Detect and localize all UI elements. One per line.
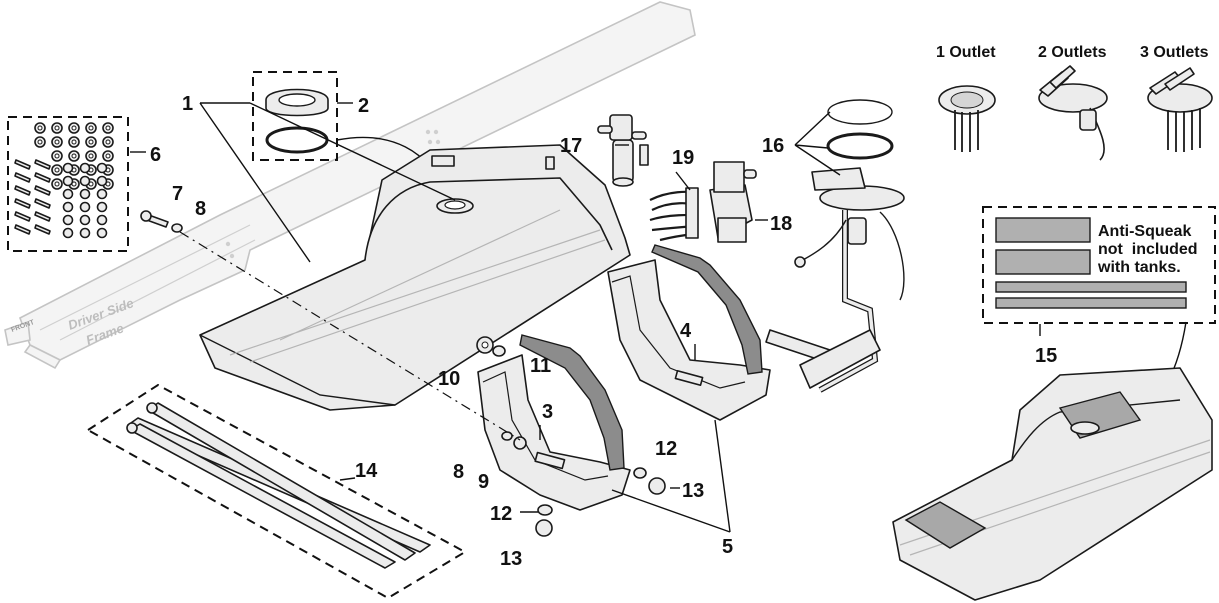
kit-washer <box>96 201 108 213</box>
callout-17: 17 <box>560 135 582 157</box>
anti-squeak-strips-kit <box>86 383 468 600</box>
kit-washer <box>62 201 74 213</box>
kit-washer <box>96 175 108 187</box>
kit-bolt <box>14 172 31 183</box>
callout-numbers: 1 2 6 7 8 17 19 18 16 4 10 11 3 8 9 12 1… <box>150 93 1057 570</box>
kit-bolt <box>34 198 51 209</box>
nut-13-upper <box>648 477 666 495</box>
fuel-sending-unit <box>765 99 905 393</box>
pump-variant-1 <box>938 85 996 152</box>
kit-washer <box>62 227 74 239</box>
wiring-harness <box>649 187 699 242</box>
kit-washer <box>79 188 91 200</box>
kit-washer <box>62 214 74 226</box>
anti-squeak-strip-2 <box>995 297 1187 309</box>
washer-12-upper <box>633 467 647 479</box>
callout-12-upper: 12 <box>655 438 677 460</box>
leader-lines <box>130 102 841 533</box>
tank-with-anti-squeak <box>892 367 1213 601</box>
kit-washer <box>79 201 91 213</box>
anti-squeak-note-box: Anti-Squeak not included with tanks. <box>982 206 1216 409</box>
pump-header-1-outlet: 1 Outlet <box>936 44 996 61</box>
hardware-kit-bolts <box>14 159 108 239</box>
kit-washer <box>96 162 108 174</box>
driver-side-frame: Driver Side Frame FRONT <box>4 1 696 370</box>
kit-washer <box>96 214 108 226</box>
kit-washer <box>79 175 91 187</box>
tank-end-pad <box>904 501 987 549</box>
kit-bolt <box>14 224 31 235</box>
strap-hardware <box>476 336 666 537</box>
kit-bolt <box>14 211 31 222</box>
callout-10: 10 <box>438 368 460 390</box>
note-line-3: with tanks. <box>1097 259 1181 276</box>
callout-3: 3 <box>542 401 553 423</box>
kit-bolt <box>34 172 51 183</box>
nut-13-lower <box>535 519 553 537</box>
tank-strap-3 <box>477 334 631 511</box>
note-line-1: Anti-Squeak <box>1098 223 1191 240</box>
callout-8-top: 8 <box>195 198 206 220</box>
bolt-alignment-line <box>179 231 521 441</box>
kit-washer <box>96 188 108 200</box>
callout-12-lower: 12 <box>490 503 512 525</box>
washer-11 <box>492 345 506 357</box>
callout-19: 19 <box>672 147 694 169</box>
kit-washer <box>79 227 91 239</box>
callout-8-lower: 8 <box>453 461 464 483</box>
kit-bolt <box>34 211 51 222</box>
callout-6: 6 <box>150 144 161 166</box>
callout-18: 18 <box>770 213 792 235</box>
kit-bolt <box>14 185 31 196</box>
kit-washer <box>96 227 108 239</box>
vent-valve <box>597 114 649 187</box>
nut-9 <box>513 436 527 450</box>
washer-8-lower <box>501 431 513 441</box>
callout-15: 15 <box>1035 345 1057 367</box>
kit-bolt <box>34 159 51 170</box>
hardware-kit <box>7 116 129 252</box>
callout-11: 11 <box>530 355 551 377</box>
washer-12-lower <box>537 504 553 516</box>
callout-13-lower: 13 <box>500 548 522 570</box>
fuel-tank <box>199 144 631 411</box>
callout-1: 1 <box>182 93 193 115</box>
hardware-kit-nuts <box>34 122 114 190</box>
callout-13-upper: 13 <box>682 480 704 502</box>
anti-squeak-pad-1 <box>995 217 1091 243</box>
kit-washer <box>79 214 91 226</box>
note-line-2: not included <box>1098 241 1198 258</box>
tank-bolt <box>140 210 169 228</box>
kit-washer <box>79 162 91 174</box>
pump-header-2-outlets: 2 Outlets <box>1038 44 1107 61</box>
callout-16: 16 <box>762 135 784 157</box>
pump-headers: 1 Outlet 2 Outlets 3 Outlets <box>936 44 1209 61</box>
callout-9: 9 <box>478 471 489 493</box>
kit-washer <box>62 175 74 187</box>
sending-unit-connector <box>709 161 757 243</box>
anti-squeak-strip-1 <box>995 281 1187 293</box>
tank-strap-4 <box>607 244 771 421</box>
kit-bolt <box>34 224 51 235</box>
callout-5: 5 <box>722 536 733 558</box>
kit-bolt <box>34 185 51 196</box>
callout-14: 14 <box>355 460 378 482</box>
anti-squeak-pad-2 <box>995 249 1091 275</box>
pump-variant-2 <box>1038 65 1108 161</box>
callout-4: 4 <box>680 320 692 342</box>
callout-7: 7 <box>172 183 183 205</box>
kit-bolt <box>14 198 31 209</box>
kit-bolt <box>14 159 31 170</box>
tank-washer <box>171 223 183 233</box>
kit-washer <box>62 162 74 174</box>
kit-washer <box>62 188 74 200</box>
pump-header-3-outlets: 3 Outlets <box>1140 44 1209 61</box>
callout-2: 2 <box>358 95 369 117</box>
pump-variant-3 <box>1147 67 1213 152</box>
